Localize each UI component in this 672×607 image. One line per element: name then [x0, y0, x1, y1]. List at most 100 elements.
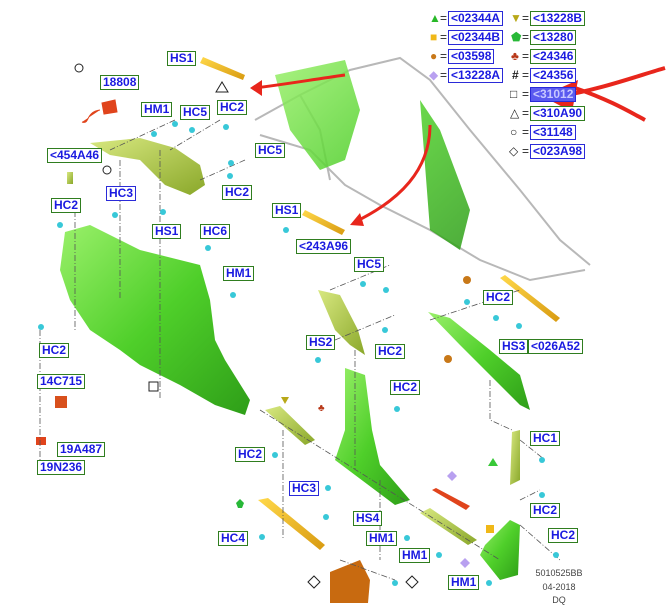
legend-label[interactable]: <02344B	[448, 30, 504, 45]
red-clip-14c715	[55, 396, 67, 408]
assembly-leader-lines	[39, 119, 561, 581]
part-symbols	[74, 63, 419, 589]
equals: =	[522, 68, 530, 82]
hs1-mid-part	[302, 210, 345, 235]
callout-label[interactable]: HC5	[180, 105, 211, 120]
callout-label[interactable]: HC2	[483, 290, 514, 305]
legend-label[interactable]: <310A90	[530, 106, 586, 121]
callout-label[interactable]: HC6	[200, 224, 231, 239]
equals: =	[522, 11, 530, 25]
callout-label[interactable]: HC2	[222, 185, 253, 200]
c-pillar-lower	[335, 368, 410, 505]
red-club-icon: ♣	[511, 49, 519, 63]
callout-label[interactable]: HS3	[499, 339, 529, 354]
open-triangle-icon: △	[510, 106, 520, 120]
callout-label[interactable]: HS1	[272, 203, 302, 218]
olive-down-triangle-icon: ▼	[510, 11, 522, 25]
rear-corner-trim	[480, 520, 520, 580]
scuff-bracket	[258, 498, 325, 550]
vehicle-body-green-panels	[275, 60, 470, 250]
callout-label[interactable]: HS2	[306, 335, 336, 350]
callout-label[interactable]: HC1	[530, 431, 561, 446]
callout-label[interactable]: HC2	[375, 344, 406, 359]
equals: =	[522, 30, 530, 44]
callout-label[interactable]: HC4	[218, 531, 249, 546]
small-bracket	[67, 172, 73, 184]
callout-label[interactable]: HC3	[106, 186, 137, 201]
equals: =	[522, 49, 530, 63]
callout-label[interactable]: HS1	[152, 224, 182, 239]
callout-label[interactable]: HC2	[217, 100, 248, 115]
equals: =	[522, 106, 530, 120]
colored-symbols: ♣	[236, 276, 498, 568]
legend-label[interactable]: <023A98	[530, 144, 586, 159]
hash-icon: #	[512, 68, 519, 82]
svg-text:♣: ♣	[318, 403, 325, 414]
legend-label[interactable]: <03598	[448, 49, 495, 64]
green-triangle-icon: ▲	[429, 11, 441, 25]
red-clip-19a487	[36, 437, 46, 445]
diagram-date: 04-2018	[542, 582, 576, 592]
legend-label[interactable]: <31148	[530, 125, 576, 140]
legend-label[interactable]: <13228A	[448, 68, 504, 83]
callout-label[interactable]: HS1	[167, 51, 197, 66]
callout-label[interactable]: <454A46	[47, 148, 103, 163]
callout-label[interactable]: HC3	[289, 481, 320, 496]
hs1-top-part	[200, 57, 245, 80]
legend-label-highlighted[interactable]: <31012	[530, 87, 577, 102]
open-diamond-icon: ◇	[509, 144, 519, 158]
equals: =	[440, 49, 448, 63]
d-pillar-lower	[510, 430, 520, 485]
callout-label[interactable]: HS4	[353, 511, 383, 526]
sill-plate-left	[265, 406, 315, 445]
equals: =	[440, 11, 448, 25]
d-pillar-upper	[428, 312, 530, 410]
orange-housing	[330, 560, 370, 603]
legend-label[interactable]: <24356	[530, 68, 577, 83]
fastener-clips	[38, 121, 559, 586]
brown-circle-icon: ●	[430, 49, 438, 63]
callout-label[interactable]: HC5	[354, 257, 385, 272]
callout-label[interactable]: HM1	[399, 548, 431, 563]
callout-label[interactable]: 19N236	[37, 460, 86, 475]
yellow-square-icon: ■	[430, 30, 438, 44]
callout-label[interactable]: HC5	[255, 143, 286, 158]
equals: =	[440, 30, 448, 44]
yellow-bracket-right	[500, 275, 560, 322]
callout-label[interactable]: <026A52	[528, 339, 584, 354]
callout-label[interactable]: HC2	[548, 528, 579, 543]
callout-label[interactable]: HM1	[141, 102, 173, 117]
callout-label[interactable]: HC2	[530, 503, 561, 518]
callout-label[interactable]: HC2	[39, 343, 70, 358]
open-circle-icon: ○	[510, 125, 518, 139]
callout-label[interactable]: HC2	[235, 447, 266, 462]
open-square-icon: □	[510, 87, 518, 101]
legend-label[interactable]: <24346	[530, 49, 577, 64]
callout-label[interactable]: 19A487	[57, 442, 106, 457]
callout-label[interactable]: HM1	[366, 531, 398, 546]
legend-label[interactable]: <02344A	[448, 11, 504, 26]
equals: =	[440, 68, 448, 82]
callout-label[interactable]: 18808	[100, 75, 140, 90]
equals: =	[522, 144, 530, 158]
sill-plate-right	[420, 508, 477, 545]
quarter-trim-panel	[60, 225, 250, 415]
c-pillar-upper	[318, 290, 365, 355]
diagram-code: 5010525BB	[535, 568, 583, 578]
callout-label[interactable]: HM1	[223, 266, 255, 281]
legend-label[interactable]: <13228B	[530, 11, 586, 26]
callout-label[interactable]: HC2	[390, 380, 421, 395]
callout-label[interactable]: 14C715	[37, 374, 86, 389]
purple-diamond-icon: ◆	[429, 68, 439, 82]
wiring-harness	[81, 99, 118, 123]
green-pentagon-icon: ⬟	[511, 30, 522, 44]
callout-label[interactable]: HC2	[51, 198, 82, 213]
upper-trim-panel	[90, 138, 205, 195]
equals: =	[522, 125, 530, 139]
diagram-tag: DQ	[552, 595, 566, 605]
legend-label[interactable]: <13280	[530, 30, 577, 45]
callout-label[interactable]: <243A96	[296, 239, 352, 254]
callout-label[interactable]: HM1	[448, 575, 480, 590]
